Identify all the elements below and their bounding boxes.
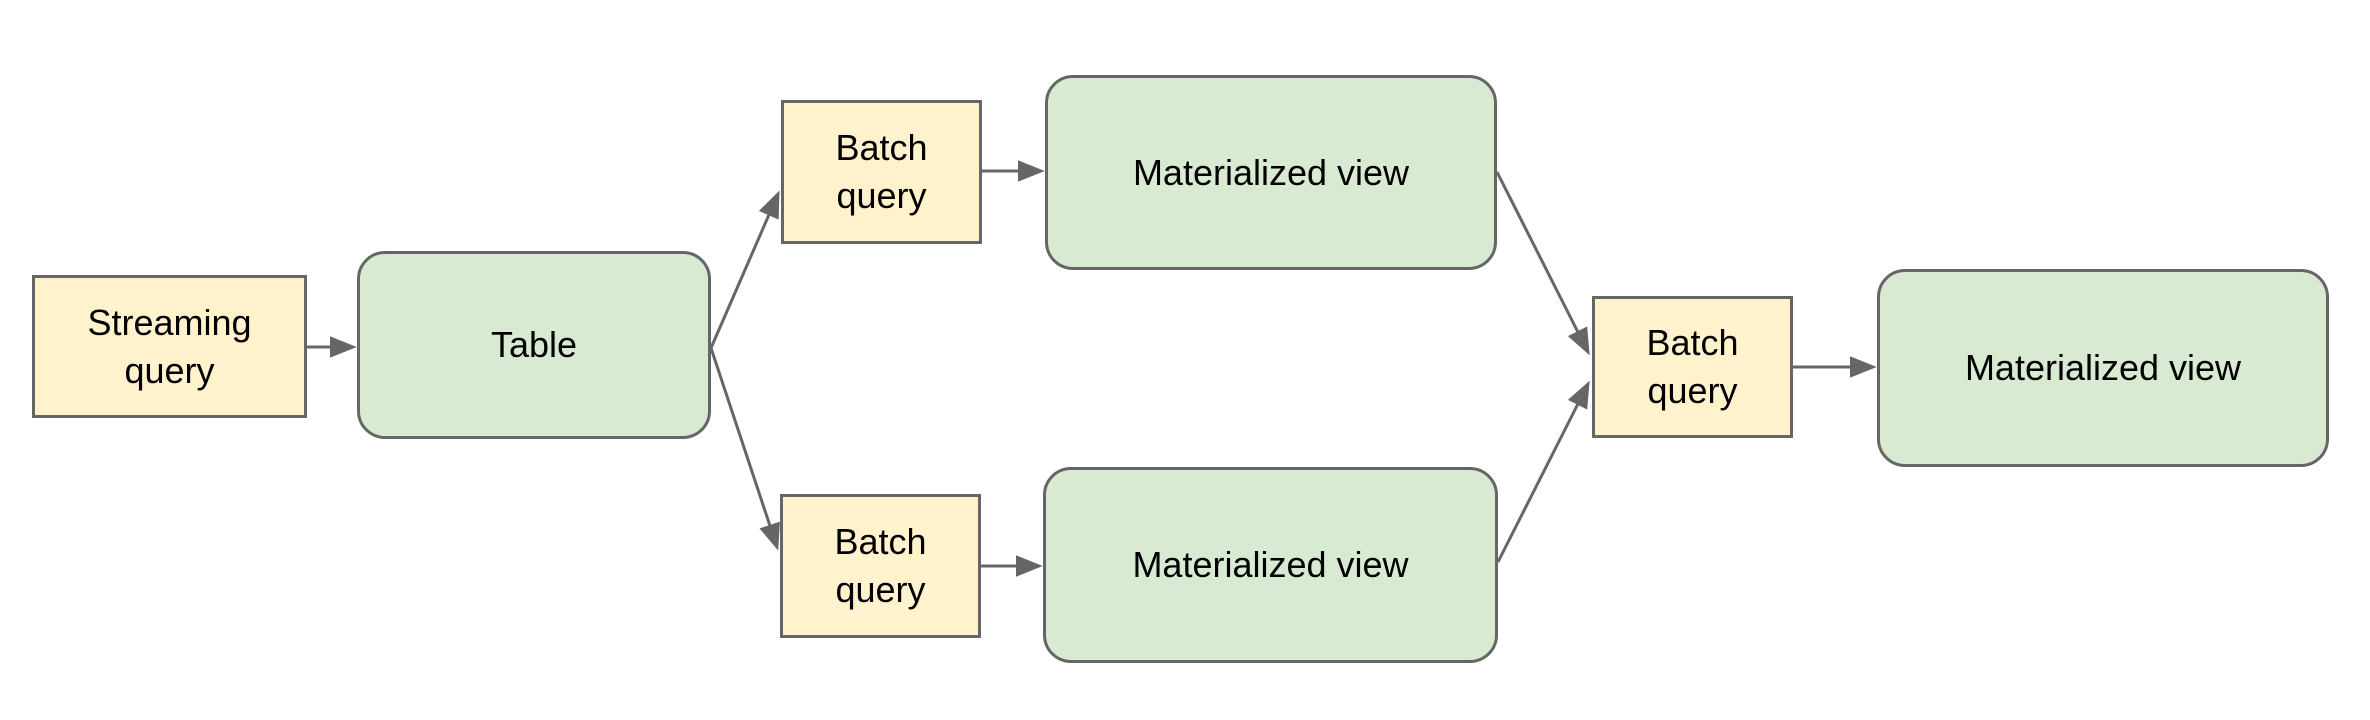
node-streaming-query: Streaming query [32,275,307,418]
node-table: Table [357,251,711,439]
node-batch-query-right: Batch query [1592,296,1793,438]
connector-table-to-batch-bottom [709,347,780,551]
node-label: Batch query [834,521,927,610]
node-batch-query-top: Batch query [781,100,982,244]
node-label: Batch query [835,127,928,216]
connector-table-to-batch-top [709,190,780,349]
node-materialized-view-top: Materialized view [1045,75,1497,270]
node-materialized-view-right: Materialized view [1877,269,2329,467]
node-label: Batch query [1646,322,1739,411]
node-label: Materialized view [1132,544,1409,586]
node-materialized-view-bottom: Materialized view [1043,467,1498,663]
connector-mv-top-to-batch-right [1495,171,1590,356]
node-label: Materialized view [1964,347,2242,389]
node-label: Streaming query [87,301,252,391]
node-label: Materialized view [1132,151,1410,193]
connector-mv-bottom-to-batch-right [1496,380,1590,563]
node-batch-query-bottom: Batch query [780,494,981,638]
node-label: Table [490,324,578,366]
